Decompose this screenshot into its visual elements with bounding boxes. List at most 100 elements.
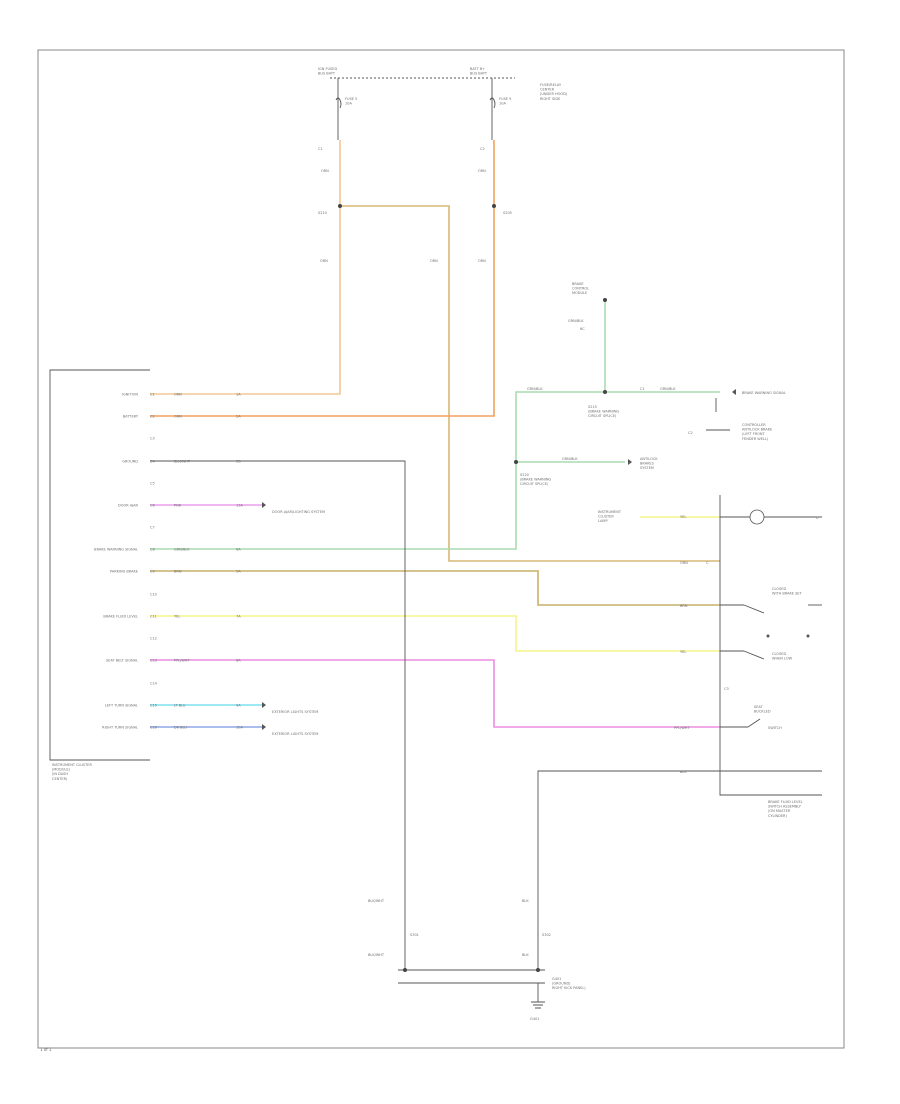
arrow-icon bbox=[732, 389, 736, 395]
lamp-icon bbox=[749, 509, 765, 525]
left-turn-ref: EXTERIOR LIGHTS SYSTEM bbox=[272, 710, 318, 714]
ground-id: G401 bbox=[530, 1017, 539, 1021]
splice-right-label: S205 bbox=[503, 211, 512, 215]
cluster-pin-row: C14 bbox=[150, 682, 158, 686]
svg-text:C: C bbox=[706, 561, 709, 565]
brake-module-connector bbox=[603, 298, 607, 302]
brake-signal-ref: BRAKE WARNING SIGNAL bbox=[742, 391, 786, 395]
wire-parking-brake bbox=[150, 570, 720, 606]
cluster-pin-color: ORN bbox=[174, 415, 182, 419]
cluster-pin-id: C7 bbox=[150, 526, 155, 530]
switch-pin-side: C3 bbox=[724, 687, 729, 691]
ground-splice-left: S301 bbox=[410, 933, 419, 937]
parking-brake-wire: BRN bbox=[680, 604, 688, 608]
cluster-pin-circuit: 10A bbox=[236, 726, 243, 730]
arrow-icon bbox=[262, 502, 266, 508]
green-wire-label-right: GRN/BLK bbox=[660, 387, 676, 391]
cluster-pin-id: C6 bbox=[150, 504, 155, 508]
fuse-left-icon bbox=[335, 97, 342, 109]
fuse-right-icon bbox=[489, 97, 496, 109]
belt-switch-wire: PPL/WHT bbox=[674, 726, 690, 730]
splice-dot-s220 bbox=[514, 460, 518, 464]
cluster-pin-id: C9 bbox=[150, 570, 155, 574]
cluster-pin-id: C2 bbox=[150, 415, 155, 419]
cluster-pin-circuit: 3B bbox=[236, 460, 241, 464]
cluster-outline bbox=[49, 369, 150, 761]
green-wire-mid: GRN/BLK bbox=[562, 457, 578, 461]
arrow-icon bbox=[262, 702, 266, 708]
splice-dot-s215 bbox=[603, 390, 607, 394]
ground-splice-right: S302 bbox=[542, 933, 551, 937]
ground-right-bottom: BLK bbox=[522, 953, 529, 957]
ground-left-top: BLK/WHT bbox=[368, 899, 385, 903]
brake-module-wire: GRN/BLK bbox=[568, 319, 584, 323]
cluster-pin-circuit: 13A bbox=[236, 504, 243, 508]
fluid-switch-wire: YEL bbox=[680, 650, 686, 654]
splice-dot-s205 bbox=[492, 204, 496, 208]
belt-switch-side: SWITCH bbox=[768, 726, 782, 730]
cluster-pin-id: C10 bbox=[150, 593, 157, 597]
cluster-pin-color: DK BLU bbox=[174, 726, 187, 730]
cluster-pin-circuit: 6A bbox=[236, 548, 241, 552]
cluster-pin-color: PNK bbox=[174, 504, 182, 508]
cluster-pin-color: YEL bbox=[174, 615, 180, 619]
splice-dot-s301 bbox=[403, 968, 407, 972]
cluster-pin-row: C12 bbox=[150, 637, 157, 641]
wire-seat-belt bbox=[150, 659, 720, 728]
cluster-pin-row: C10 bbox=[150, 593, 157, 597]
lamp-wire: YEL bbox=[680, 515, 686, 519]
right-turn-ref: EXTERIOR LIGHTS SYSTEM bbox=[272, 732, 318, 736]
cluster-pin-id: C16 bbox=[150, 726, 157, 730]
cluster-pin-row: C3 bbox=[150, 437, 155, 441]
arrow-icon bbox=[262, 724, 266, 730]
cluster-pin-color: LT BLU bbox=[174, 704, 186, 708]
cluster-pin-id: C3 bbox=[150, 437, 155, 441]
cluster-pin-id: C13 bbox=[150, 659, 157, 663]
cluster-pin-circuit: 5A bbox=[236, 570, 241, 574]
ground-right-top: BLK bbox=[522, 899, 529, 903]
cluster-pin-row: C7 bbox=[150, 526, 155, 530]
wire-ground-right bbox=[537, 770, 720, 970]
cluster-pin-label: BATTERY bbox=[123, 415, 139, 419]
cluster-pin-circuit: 8A bbox=[236, 659, 241, 663]
cluster-pin-row: BATTERY C2 ORN 2A bbox=[123, 415, 242, 419]
cluster-pin-row: RIGHT TURN SIGNAL C16 DK BLU 10A bbox=[102, 726, 243, 730]
parking-brake-switch-icon bbox=[743, 604, 765, 614]
cluster-pin-color: BLK/WHT bbox=[174, 460, 191, 464]
brake-switch-wire: ORN bbox=[680, 561, 688, 565]
cluster-pin-id: C11 bbox=[150, 615, 157, 619]
wire-brake-warning bbox=[150, 391, 720, 550]
cluster-pin-id: C1 bbox=[150, 393, 155, 397]
wire-ignition-branch bbox=[340, 205, 720, 562]
wire-ignition bbox=[150, 140, 341, 395]
cluster-pin-label: BRAKE FLUID LEVEL bbox=[103, 615, 138, 619]
cluster-pin-circuit: 2A bbox=[236, 415, 241, 419]
splice-dot-s302 bbox=[536, 968, 540, 972]
cluster-pin-id: C4 bbox=[150, 460, 155, 464]
wire-label-c: ORN bbox=[478, 259, 486, 263]
ground-icon bbox=[531, 1001, 545, 1009]
belt-switch-icon bbox=[747, 718, 761, 728]
brake-module-circuit: 6C bbox=[580, 327, 585, 331]
cluster-pin-label: RIGHT TURN SIGNAL bbox=[102, 726, 138, 730]
ground-section: BLK/WHT BLK/WHT BLK BLK S301 S302 G401(G… bbox=[368, 899, 586, 1021]
fuse-right-wire: ORN bbox=[478, 169, 486, 173]
fuse-right-title: BATT B+BUS BATT bbox=[470, 67, 488, 76]
